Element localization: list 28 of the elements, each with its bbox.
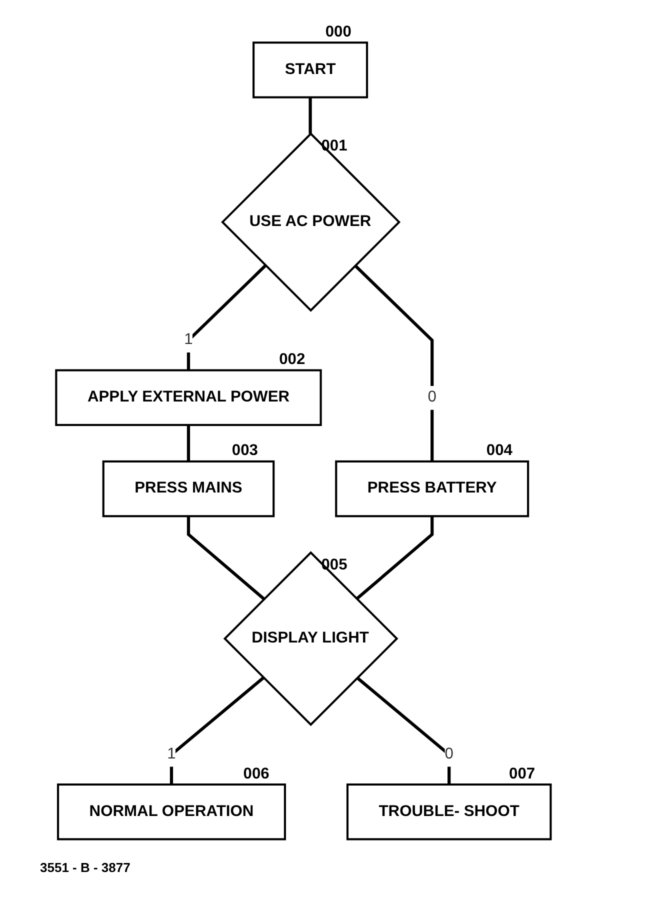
step-number: 006 <box>243 764 270 782</box>
node-diamond <box>220 132 400 312</box>
node-box <box>346 782 552 840</box>
edge-label: 1 <box>184 330 193 348</box>
connector <box>355 516 434 600</box>
node-diamond <box>223 550 398 726</box>
node-box <box>102 460 274 517</box>
connector <box>170 676 264 784</box>
edge-label: 0 <box>427 387 436 406</box>
connector <box>186 264 266 370</box>
drawing-number: 3551 - B - 3877 <box>40 860 132 875</box>
step-number: 005 <box>320 556 348 573</box>
edge-label: 1 <box>166 744 176 762</box>
connector <box>186 424 190 461</box>
step-number: 003 <box>232 442 258 459</box>
node-box <box>54 368 322 426</box>
connector <box>186 516 265 600</box>
edge-label: 0 <box>444 744 454 762</box>
step-number: 000 <box>325 22 352 40</box>
step-number: 007 <box>508 764 535 782</box>
node-box <box>56 782 286 840</box>
step-number: 004 <box>486 442 512 459</box>
step-number: 002 <box>278 350 305 368</box>
node-box <box>334 460 529 517</box>
connector <box>354 264 434 461</box>
connector <box>356 676 450 784</box>
node-box <box>252 41 368 98</box>
connector <box>308 96 312 134</box>
